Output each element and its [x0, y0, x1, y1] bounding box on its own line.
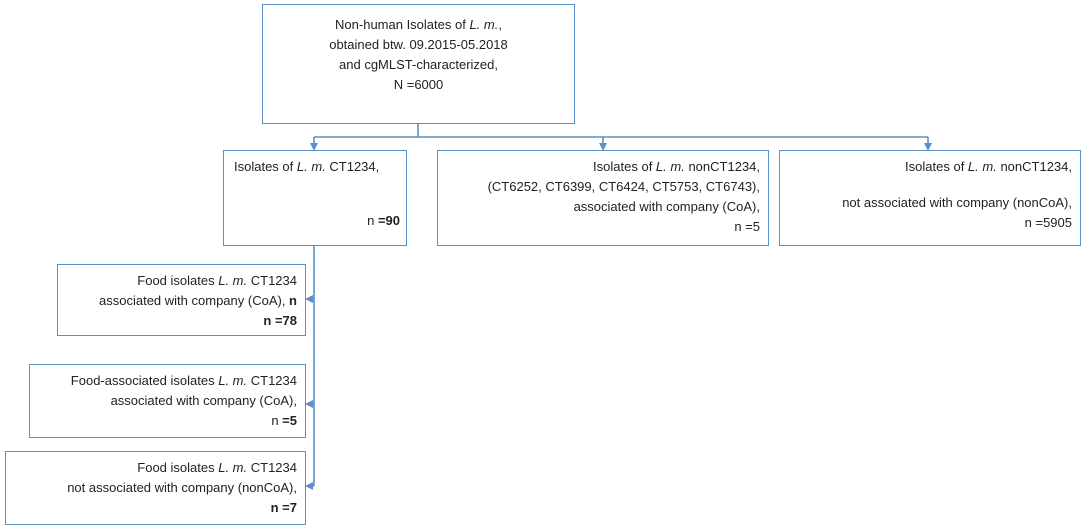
ct1234-box: Isolates of L. m. CT1234, n =90	[223, 150, 407, 246]
root-box: Non-human Isolates of L. m., obtained bt…	[262, 4, 575, 124]
food-coa-association: associated with company (CoA), n	[99, 293, 297, 308]
coa-association: associated with company (CoA),	[573, 199, 760, 214]
food-noncoa-association: not associated with company (nonCoA),	[67, 480, 297, 495]
ct1234-count: n =90	[367, 213, 400, 228]
ct1234-title: Isolates of L. m. CT1234,	[234, 159, 380, 174]
coa-ct-list: (CT6252, CT6399, CT6424, CT5753, CT6743)…	[487, 179, 760, 194]
noncoa-title: Isolates of L. m. nonCT1234,	[905, 159, 1072, 174]
noncoa-association: not associated with company (nonCoA),	[842, 195, 1072, 210]
root-line-1: Non-human Isolates of L. m.,	[335, 17, 502, 32]
coa-box: Isolates of L. m. nonCT1234, (CT6252, CT…	[437, 150, 769, 246]
foodassoc-coa-association: associated with company (CoA),	[110, 393, 297, 408]
root-count: N =6000	[393, 77, 444, 92]
food-noncoa-box: Food isolates L. m. CT1234 not associate…	[5, 451, 306, 525]
noncoa-box: Isolates of L. m. nonCT1234, not associa…	[779, 150, 1081, 246]
foodassoc-coa-count: n =5	[271, 413, 297, 428]
noncoa-count: n =5905	[1024, 215, 1072, 230]
foodassoc-coa-title: Food-associated isolates L. m. CT1234	[70, 373, 297, 388]
food-noncoa-title: Food isolates L. m. CT1234	[137, 460, 297, 475]
root-line-2: obtained btw. 09.2015-05.2018	[329, 37, 508, 52]
coa-title: Isolates of L. m. nonCT1234,	[593, 159, 760, 174]
food-noncoa-count: n =7	[270, 500, 297, 515]
food-coa-box: Food isolates L. m. CT1234 associated wi…	[57, 264, 306, 336]
foodassoc-coa-box: Food-associated isolates L. m. CT1234 as…	[29, 364, 306, 438]
coa-count: n =5	[734, 219, 760, 234]
food-coa-title: Food isolates L. m. CT1234	[137, 273, 297, 288]
root-line-3: and cgMLST-characterized,	[339, 57, 498, 72]
food-coa-count: n =78	[263, 313, 297, 328]
